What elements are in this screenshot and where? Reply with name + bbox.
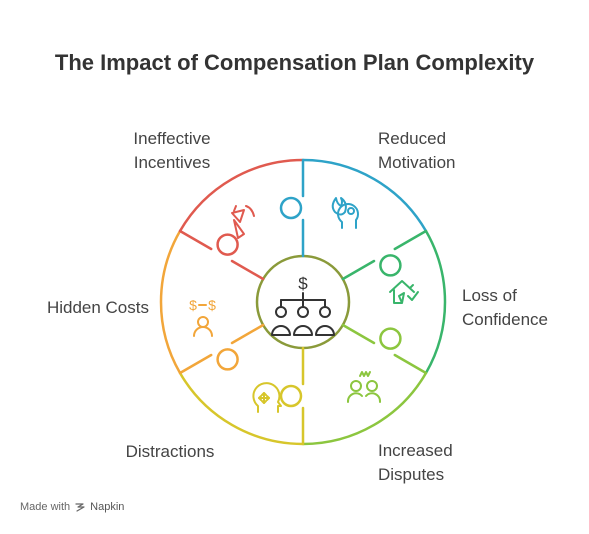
ring-arc-ineffective-incentives bbox=[178, 158, 304, 232]
svg-text:$: $ bbox=[208, 297, 216, 313]
broken-house-icon bbox=[389, 280, 419, 304]
puzzle-divider bbox=[341, 229, 428, 281]
puzzle-divider bbox=[341, 323, 428, 375]
label-line: Motivation bbox=[378, 153, 456, 172]
head-flame-icon bbox=[331, 197, 359, 229]
arguing-people-icon bbox=[346, 371, 382, 403]
carrot-icon bbox=[231, 205, 255, 239]
dollar-person-icon: $ $ bbox=[189, 297, 216, 337]
label-line: Confidence bbox=[462, 310, 549, 329]
napkin-logo-icon bbox=[75, 503, 85, 512]
puzzle-divider bbox=[279, 346, 305, 446]
label-line: Increased bbox=[378, 441, 453, 460]
label-line: Disputes bbox=[378, 465, 445, 484]
svg-text:$: $ bbox=[189, 297, 197, 313]
puzzle-divider bbox=[279, 158, 305, 258]
footer-made-with: Made with bbox=[20, 501, 71, 513]
puzzle-divider bbox=[178, 229, 265, 281]
head-arrows-icon bbox=[252, 382, 282, 413]
ring-arc-loss-of-confidence bbox=[424, 230, 447, 374]
page-title: The Impact of Compensation Plan Complexi… bbox=[54, 50, 535, 75]
label-increased-disputes: Increased Disputes bbox=[378, 439, 488, 487]
puzzle-dividers bbox=[178, 158, 428, 446]
label-distractions: Distractions bbox=[110, 440, 230, 464]
ring-arc-distractions bbox=[178, 372, 304, 446]
label-line: Reduced bbox=[378, 129, 447, 148]
svg-text:$: $ bbox=[298, 274, 308, 293]
footer-brand: Napkin bbox=[90, 501, 125, 513]
ring-arcs bbox=[159, 158, 447, 446]
label-loss-of-confidence: Loss of Confidence bbox=[462, 284, 572, 332]
label-line: Loss of bbox=[462, 286, 517, 305]
label-reduced-motivation: Reduced Motivation bbox=[378, 127, 488, 175]
org-chart-dollar-icon: $ bbox=[271, 274, 335, 336]
label-line: Distractions bbox=[125, 442, 215, 461]
label-hidden-costs: Hidden Costs bbox=[24, 296, 149, 320]
label-line: Hidden Costs bbox=[46, 298, 149, 317]
label-line: Incentives bbox=[133, 153, 211, 172]
label-ineffective-incentives: Ineffective Incentives bbox=[112, 127, 232, 175]
footer-watermark: Made with Napkin bbox=[20, 501, 124, 513]
puzzle-divider bbox=[178, 323, 265, 375]
label-line: Ineffective bbox=[133, 129, 211, 148]
ring-arc-reduced-motivation bbox=[302, 158, 428, 232]
ring-arc-hidden-costs bbox=[159, 230, 182, 374]
ring-arc-increased-disputes bbox=[302, 372, 428, 446]
